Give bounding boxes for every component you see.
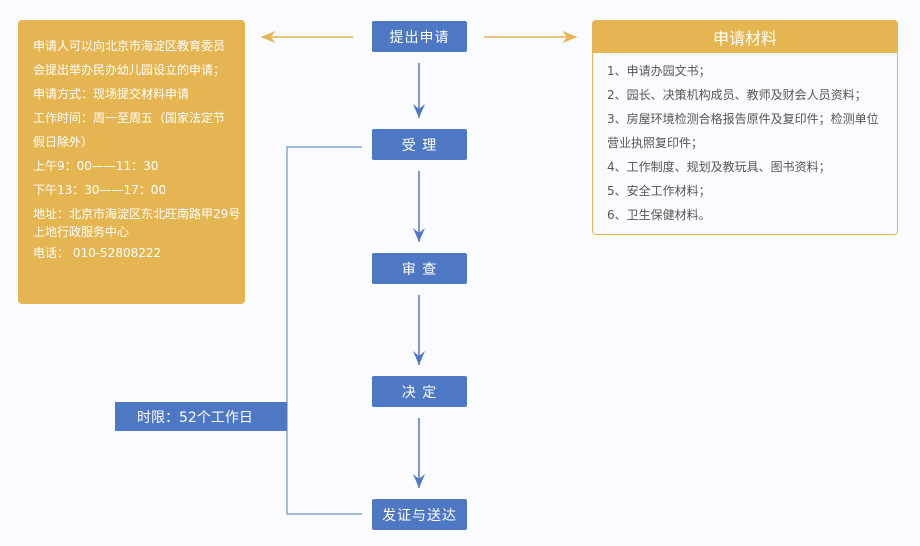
step-accept: 受 理 <box>372 129 467 160</box>
material-item: 1、申请办园文书； <box>607 64 711 78</box>
material-item: 3、房屋环境检测合格报告原件及复印件；检测单位营业执照复印件； <box>607 112 879 150</box>
material-item: 2、园长、决策机构成员、教师及财会人员资料； <box>607 88 867 102</box>
materials-title: 申请材料 <box>593 21 897 53</box>
info-line: 申请方式：现场提交材料申请 <box>33 87 190 101</box>
step-review: 审 查 <box>372 253 467 284</box>
info-address: 地址：北京市海淀区东北旺南路甲29号上地行政服务中心 <box>33 207 241 239</box>
step-issue: 发证与送达 <box>372 499 467 530</box>
info-line: 下午13：30——17：00 <box>33 183 167 197</box>
step-decide: 决 定 <box>372 376 467 407</box>
material-item: 4、工作制度、规划及教玩具、图书资料； <box>607 160 831 174</box>
step-apply: 提出申请 <box>372 21 467 52</box>
time-limit-label: 时限：52个工作日 <box>115 402 287 431</box>
material-item: 6、卫生保健材料。 <box>607 208 711 222</box>
info-line: 上午9：00——11：30 <box>33 159 159 173</box>
application-info-panel: 申请人可以向北京市海淀区教育委员 会提出举办民办幼儿园设立的申请； 申请方式：现… <box>18 20 245 304</box>
info-line: 会提出举办民办幼儿园设立的申请； <box>33 63 226 77</box>
time-bracket <box>286 146 362 515</box>
material-item: 5、安全工作材料； <box>607 184 711 198</box>
materials-panel: 申请材料 1、申请办园文书； 2、园长、决策机构成员、教师及财会人员资料； 3、… <box>592 20 898 235</box>
info-line: 工作时间：周一至周五（国家法定节 <box>33 111 226 125</box>
info-line: 申请人可以向北京市海淀区教育委员 <box>33 39 226 53</box>
info-phone: 电话： 010-52808222 <box>33 246 162 260</box>
info-line: 假日除外） <box>33 135 94 149</box>
